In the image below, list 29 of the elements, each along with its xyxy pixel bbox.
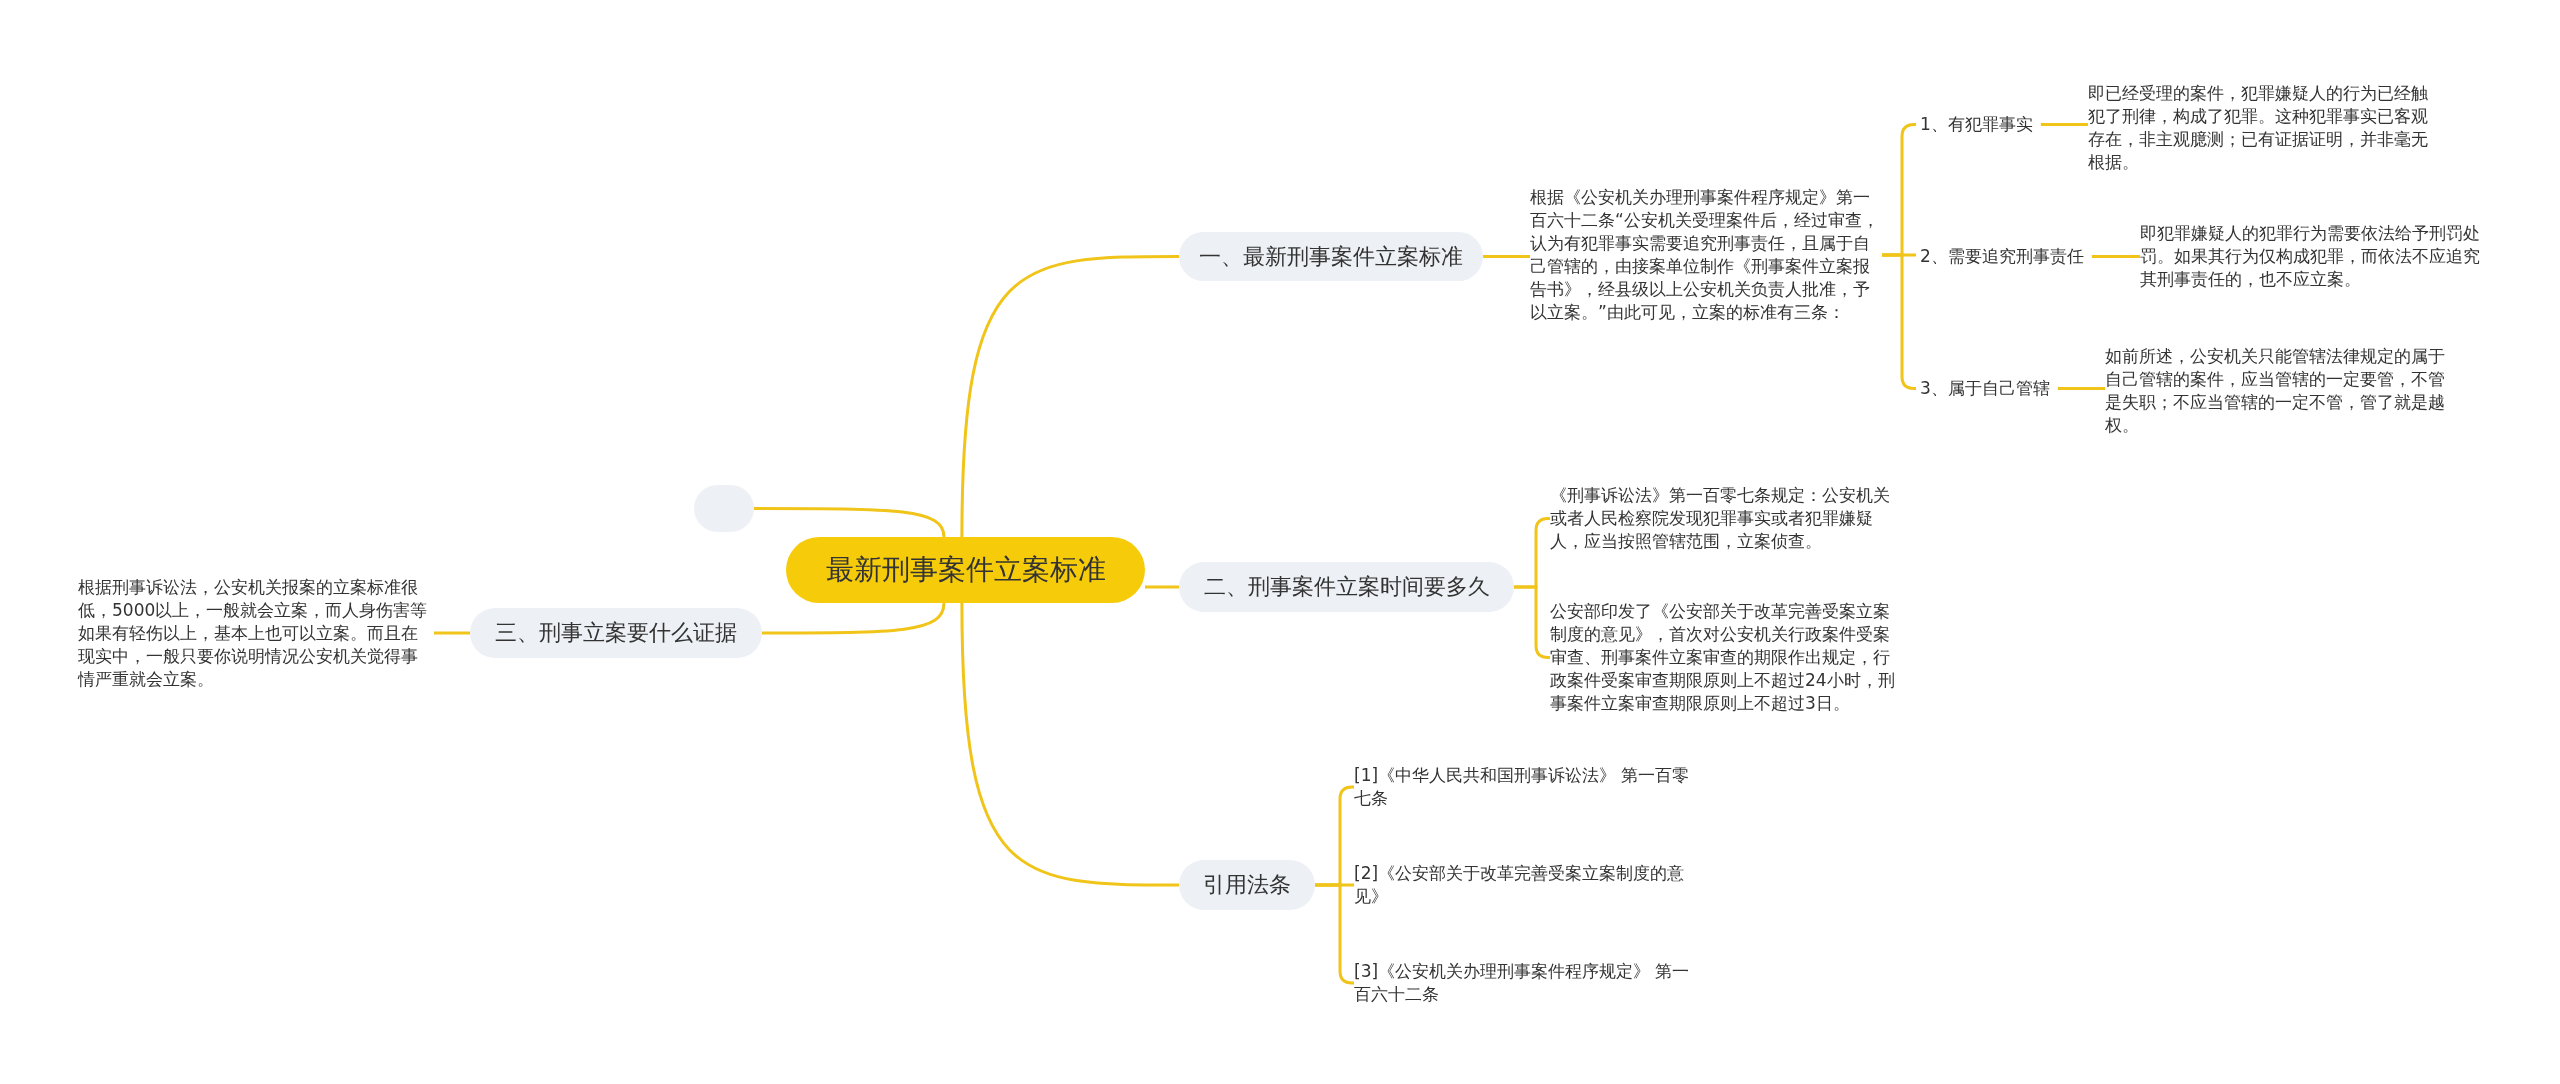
topic-pill: 二、刑事案件立案时间要多久 [1179, 562, 1514, 612]
note-text: 公安部印发了《公安部关于改革完善受案立案制度的意见》，首次对公安机关行政案件受案审查、刑事案件立案审查的期限作出规定，行政案件受案审查期限原则上不超过24小时，刑事案件立案审查期限原则上不超过3日。 [1550, 600, 1900, 715]
note-text: [1]《中华人民共和国刑事诉讼法》 第一百零七条 [1354, 764, 1702, 810]
topic-pill: 引用法条 [1179, 860, 1315, 910]
connector [2040, 123, 2088, 126]
connector [1483, 255, 1530, 258]
note-text: 《刑事诉讼法》第一百零七条规定：公安机关或者人民检察院发现犯罪事实或者犯罪嫌疑人，应当按照管辖范围，立案侦查。 [1550, 484, 1898, 553]
topic-pill [694, 485, 754, 532]
subtopic-label: 1、有犯罪事实 [1916, 113, 2041, 136]
subtopic-label: 2、需要追究刑事责任 [1916, 245, 2092, 268]
connector [2091, 255, 2140, 258]
connector [754, 507, 946, 538]
connector [434, 631, 470, 635]
topic-pill: 三、刑事立案要什么证据 [470, 608, 762, 658]
connector [1145, 585, 1179, 589]
connector [2057, 387, 2105, 390]
subtopic-label: 3、属于自己管辖 [1916, 377, 2058, 400]
note-text: 根据《公安机关办理刑事案件程序规定》第一百六十二条“公安机关受理案件后，经过审查，认为有犯罪事实需要追究刑事责任，且属于自己管辖的，由接案单位制作《刑事案件立案报告书》，经县级以上公安机关负责人批准，予以立案。”由此可见，立案的标准有三条： [1530, 186, 1882, 324]
central-topic: 最新刑事案件立案标准 [786, 537, 1145, 603]
topic-pill: 一、最新刑事案件立案标准 [1179, 232, 1483, 281]
note-text: 如前所述，公安机关只能管辖法律规定的属于自己管辖的案件，应当管辖的一定要管，不管是失职；不应当管辖的一定不管，管了就是越权。 [2105, 345, 2455, 437]
note-text: [2]《公安部关于改革完善受案立案制度的意见》 [1354, 862, 1702, 908]
note-text: 即已经受理的案件，犯罪嫌疑人的行为已经触犯了刑律，构成了犯罪。这种犯罪事实已客观存在，非主观臆测；已有证据证明，并非毫无根据。 [2088, 82, 2438, 174]
note-text: 根据刑事诉讼法，公安机关报案的立案标准很低，5000以上，一般就会立案，而人身伤害等如果有轻伤以上，基本上也可以立案。而且在现实中，一般只要你说明情况公安机关觉得事情严重就会立案。 [78, 576, 434, 691]
connector [762, 602, 946, 635]
connector [960, 255, 1179, 538]
connector [960, 602, 1179, 887]
note-text: 即犯罪嫌疑人的犯罪行为需要依法给予刑罚处罚。如果其行为仅构成犯罪，而依法不应追究其刑事责任的，也不应立案。 [2140, 222, 2490, 291]
note-text: [3]《公安机关办理刑事案件程序规定》 第一百六十二条 [1354, 960, 1702, 1006]
